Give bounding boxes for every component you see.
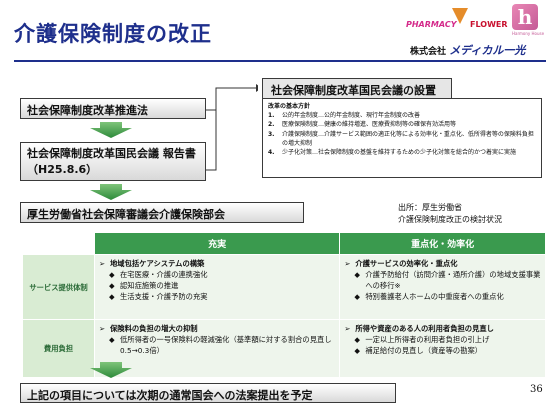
council-box: 厚生労働省社会保障審議会介護保険部会: [20, 202, 304, 223]
law-box: 社会保障制度改革推進法: [20, 98, 206, 119]
arrow-bullet-icon: ➢: [344, 324, 351, 333]
harmony-house-logo-icon: h: [512, 4, 538, 30]
arrow-bullet-icon: ➢: [344, 259, 351, 268]
column-header-focus: 重点化・効率化: [339, 232, 546, 255]
diamond-bullet-icon: ◆: [109, 281, 115, 290]
row-category: 費用負担: [22, 319, 95, 378]
diamond-bullet-icon: ◆: [354, 346, 360, 355]
council-setup-title: 社会保障制度改革国民会議の設置: [262, 78, 452, 99]
page-number: 36: [530, 384, 543, 395]
table-row: サービス提供体制 ➢地域包括ケアシステムの構築 ◆在宅医療・介護の連携強化 ◆認…: [22, 254, 546, 320]
company-prefix: 株式会社: [410, 47, 447, 57]
enhance-cell: ➢地域包括ケアシステムの構築 ◆在宅医療・介護の連携強化 ◆認知症施策の推進 ◆…: [93, 254, 341, 320]
down-arrow-icon: [90, 122, 132, 138]
report-box: 社会保障制度改革国民会議 報告書（H25.8.6）: [20, 142, 206, 181]
diamond-bullet-icon: ◆: [109, 335, 115, 344]
pharmacy-logo-text: PHARMACY: [406, 20, 457, 29]
harmony-house-logo-text: Harmony House: [512, 31, 545, 36]
policy-item: 4.少子化対策…社会保障制度の基盤を維持するための少子化対策を総合的かつ着実に実…: [268, 149, 517, 157]
diamond-bullet-icon: ◆: [354, 270, 360, 279]
flower-logo-text: FLOWER: [470, 20, 508, 29]
row-category: サービス提供体制: [22, 254, 95, 320]
policy-list: 1.公的年金制度…公的年金制度、現行年金制度の改善 2.医療保険制度…健康の維持…: [268, 111, 536, 157]
table-row: 費用負担 ➢保険料の負担の増大の抑制 ◆低所得者の一号保険料の軽減強化（基準額に…: [22, 319, 546, 378]
company-brand: メディカル一光: [449, 44, 526, 57]
arrow-bullet-icon: ➢: [99, 324, 106, 333]
connector-brace: [206, 84, 258, 171]
title-underline: [14, 60, 546, 62]
policy-heading: 改革の基本方針: [268, 103, 311, 110]
policy-item: 3.介護保険制度…介護サービス範囲の適正化等による効率化・重点化、低所得者等の保…: [268, 130, 534, 147]
diamond-bullet-icon: ◆: [109, 292, 115, 301]
focus-cell: ➢所得や資産のある人の利用者負担の見直し ◆一定以上所得者の利用者負担の引上げ …: [339, 319, 546, 378]
conclusion-box: 上記の項目については次期の通常国会への法案提出を予定: [20, 383, 396, 403]
down-arrow-icon: [90, 362, 132, 378]
diamond-bullet-icon: ◆: [354, 292, 360, 301]
down-arrow-icon: [90, 184, 132, 200]
reform-policy-box: 改革の基本方針 1.公的年金制度…公的年金制度、現行年金制度の改善 2.医療保険…: [262, 98, 542, 178]
reform-table: 充実 重点化・効率化 サービス提供体制 ➢地域包括ケアシステムの構築 ◆在宅医療…: [22, 232, 546, 378]
diamond-bullet-icon: ◆: [354, 335, 360, 344]
company-name: 株式会社 メディカル一光: [410, 42, 525, 58]
source-note: 出所：厚生労働省 介護保険制度改正の検討状況: [398, 203, 502, 224]
enhance-cell: ➢保険料の負担の増大の抑制 ◆低所得者の一号保険料の軽減強化（基準額に対する割合…: [93, 319, 341, 378]
policy-item: 2.医療保険制度…健康の維持増進、医療費抑制等の確保有効活用等: [268, 121, 457, 129]
arrow-bullet-icon: ➢: [99, 259, 106, 268]
policy-item: 1.公的年金制度…公的年金制度、現行年金制度の改善: [268, 112, 421, 120]
focus-cell: ➢介護サービスの効率化・重点化 ◆介護予防給付（訪問介護・通所介護）の地域支援事…: [339, 254, 546, 320]
flower-logo-icon: [452, 8, 468, 24]
page-title: 介護保険制度の改正: [14, 22, 212, 46]
column-header-enhance: 充実: [93, 232, 341, 255]
diamond-bullet-icon: ◆: [109, 270, 115, 279]
